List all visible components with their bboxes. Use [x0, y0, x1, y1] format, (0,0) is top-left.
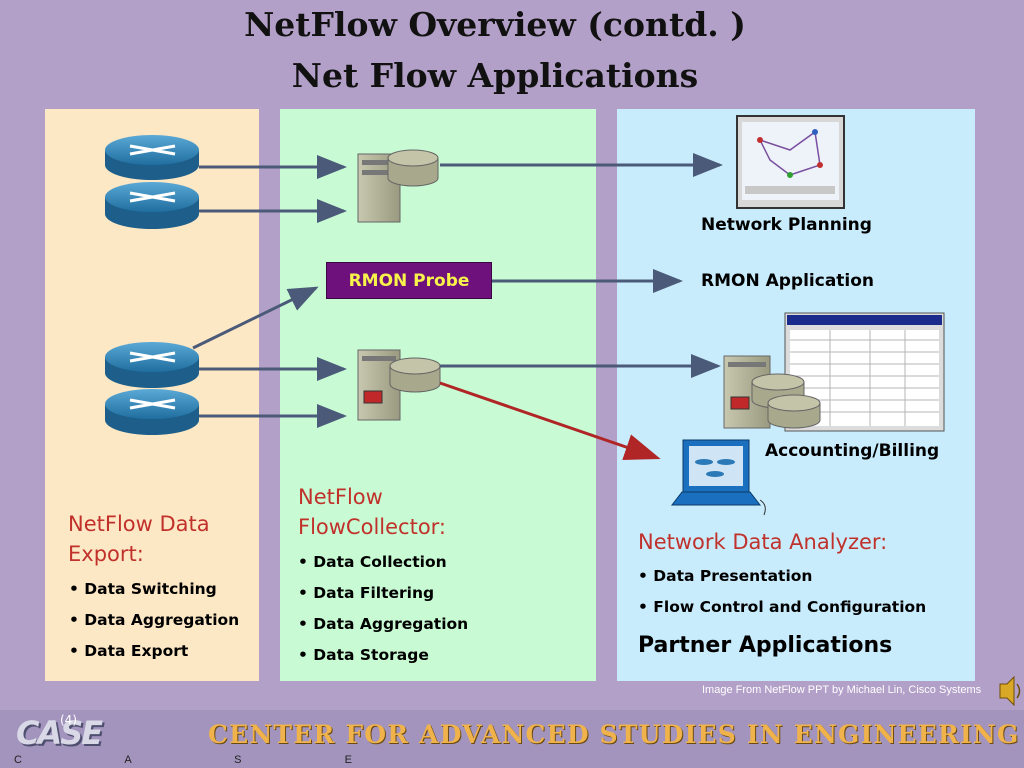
rmon-probe-box: RMON Probe: [326, 262, 492, 299]
collector-bullet: • Data Filtering: [298, 584, 435, 602]
collector-heading-line2: FlowCollector:: [298, 515, 447, 539]
footer-title: CENTER FOR ADVANCED STUDIES IN ENGINEERI…: [208, 720, 1020, 749]
router-icon: [105, 389, 199, 435]
slide-subtitle: Net Flow Applications: [291, 56, 699, 95]
database-icon: [389, 357, 441, 393]
analyzer-bullet: • Flow Control and Configuration: [638, 598, 927, 616]
speaker-icon: [999, 675, 1021, 707]
network-map-screen: [736, 115, 845, 209]
workstation-icon: [670, 439, 766, 516]
export-bullet: • Data Aggregation: [69, 611, 240, 629]
network-planning-label: Network Planning: [701, 215, 872, 235]
spreadsheet-screen: [784, 312, 945, 432]
accounting-billing-label: Accounting/Billing: [765, 441, 940, 461]
router-icon: [105, 182, 199, 229]
analyzer-heading: Network Data Analyzer:: [638, 530, 888, 554]
footer-banner: CASE C A S E (4) CENTER FOR ADVANCED STU…: [0, 710, 1024, 768]
collector-heading-line1: NetFlow: [298, 485, 383, 509]
database-icon: [751, 373, 821, 429]
partner-applications: Partner Applications: [638, 633, 893, 658]
export-bullet: • Data Switching: [69, 580, 217, 598]
router-icon: [105, 342, 199, 388]
router-icon: [105, 135, 199, 180]
collector-bullet: • Data Aggregation: [298, 615, 469, 633]
case-logo-letters: C A S E: [14, 754, 402, 766]
rmon-application-label: RMON Application: [701, 271, 875, 291]
slide-title: NetFlow Overview (contd. ): [244, 5, 746, 44]
export-heading-line1: NetFlow Data: [68, 512, 210, 536]
case-logo: CASE: [16, 714, 103, 752]
database-icon: [387, 149, 439, 187]
netflow-diagram: [105, 115, 1021, 707]
export-bullet: • Data Export: [69, 642, 189, 660]
export-heading-line2: Export:: [68, 542, 144, 566]
collector-bullet: • Data Collection: [298, 553, 447, 571]
slide-number: (4): [60, 713, 77, 727]
image-credit: Image From NetFlow PPT by Michael Lin, C…: [702, 684, 982, 696]
analyzer-bullet: • Data Presentation: [638, 567, 813, 585]
collector-bullet: • Data Storage: [298, 646, 429, 664]
